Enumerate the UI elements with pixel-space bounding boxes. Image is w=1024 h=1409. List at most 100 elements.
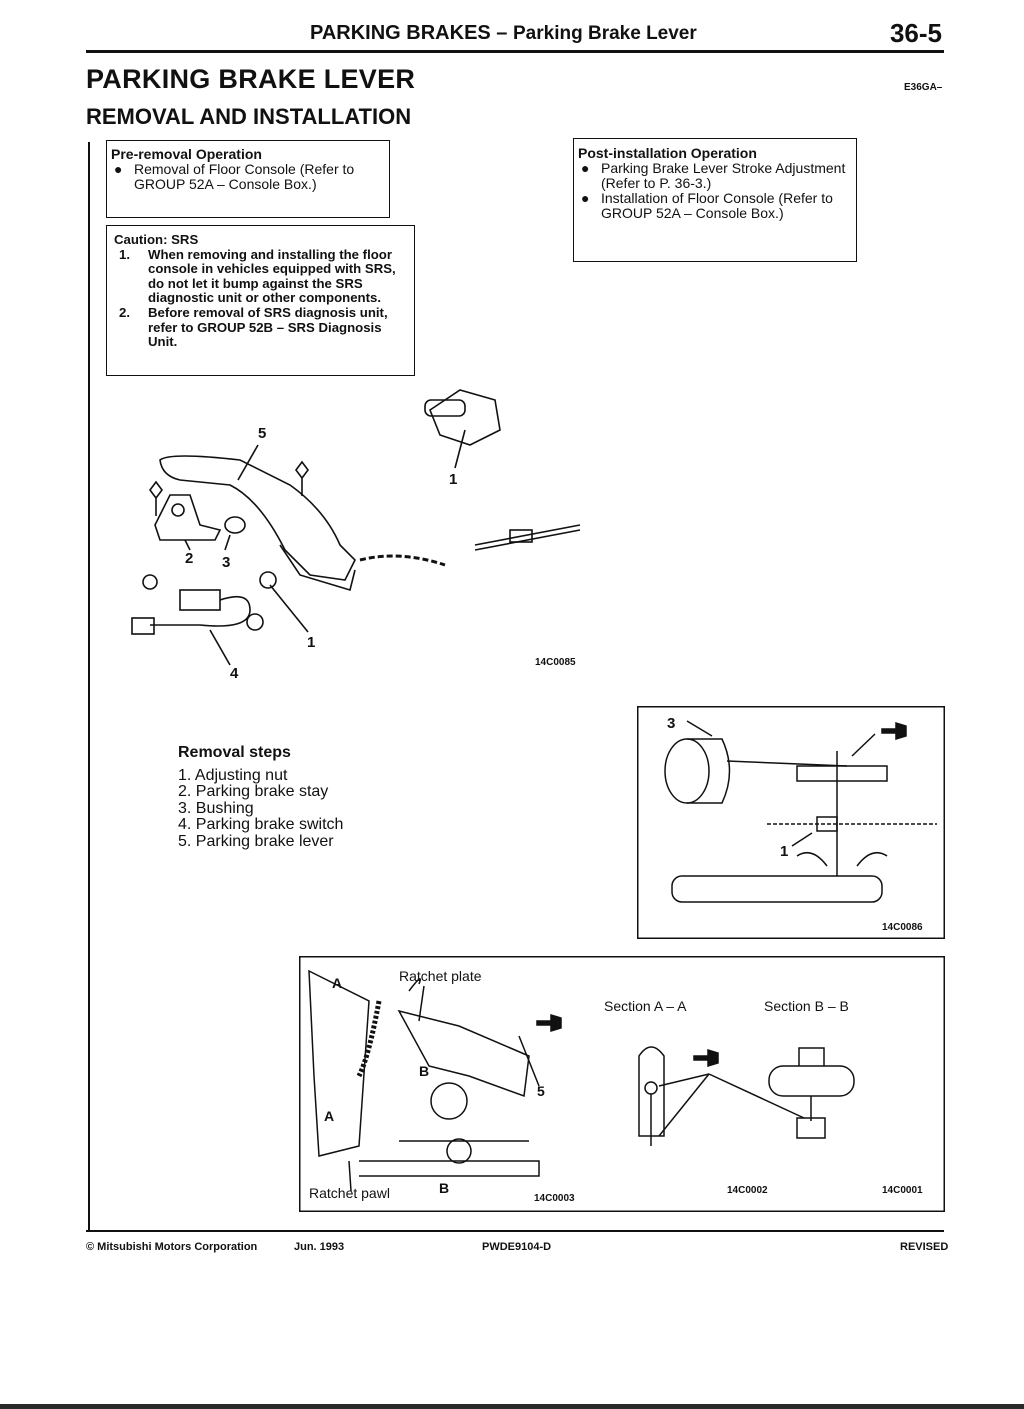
header-section: PARKING BRAKES –	[310, 22, 508, 44]
ratchet-pawl-label: Ratchet pawl	[309, 1185, 390, 1201]
callout-1: 1	[307, 634, 315, 651]
section-aa-label: Section A – A	[604, 998, 687, 1014]
caution-text: When removing and installing the floor c…	[148, 246, 396, 306]
figure-frame	[299, 956, 945, 1212]
list-item: 5. Parking brake lever	[178, 832, 334, 850]
pivot-drawing	[446, 1138, 472, 1164]
section-bb-nut-drawing	[796, 1117, 826, 1139]
bracket-drawing	[796, 765, 888, 782]
grease-gun-icon	[536, 1013, 562, 1033]
callout-3: 3	[222, 554, 230, 571]
section-code: E36GA–	[904, 82, 943, 93]
section-bb-label: Section B – B	[764, 998, 849, 1014]
caution-heading: Caution: SRS	[114, 232, 199, 247]
leader-line	[224, 534, 231, 551]
list-item: 2. Parking brake stay	[178, 783, 329, 801]
figure-code: 14C0085	[535, 657, 576, 668]
post-installation-box: Post-installation Operation ● Parking Br…	[573, 138, 857, 262]
figure-frame	[637, 706, 945, 939]
callout-b: B	[439, 1180, 449, 1196]
callout-3: 3	[667, 715, 675, 732]
figure-code: 14C0002	[727, 1185, 768, 1196]
list-item: ● Installation of Floor Console (Refer t…	[578, 191, 856, 221]
header-rule	[86, 50, 944, 53]
section-aa-drawing	[638, 1046, 665, 1137]
footer-rule	[86, 1230, 944, 1232]
callout-5: 5	[258, 425, 266, 442]
grease-gun-icon	[693, 1048, 719, 1068]
callout-1: 1	[449, 471, 457, 488]
cable-fitting-drawing	[509, 529, 533, 543]
nut-drawing	[259, 571, 277, 589]
document-code: PWDE9104-D	[482, 1241, 552, 1253]
bushing-drawing	[664, 738, 710, 804]
post-installation-item: Parking Brake Lever Stroke Adjustment (R…	[601, 160, 846, 191]
leader-line	[418, 985, 425, 1022]
exploded-view-figure: 5 1 2 3 1 4 14C0085	[131, 389, 581, 682]
callout-5: 5	[537, 1083, 545, 1099]
section-bb-drawing	[768, 1065, 855, 1097]
list-item: 4. Parking brake switch	[178, 816, 344, 834]
publish-date: Jun. 1993	[294, 1241, 345, 1253]
pre-removal-item: Removal of Floor Console (Refer to GROUP…	[134, 161, 355, 192]
revision-status: REVISED	[900, 1241, 949, 1253]
rod-end-drawing	[424, 399, 466, 417]
pre-removal-box: Pre-removal Operation ● Removal of Floor…	[106, 140, 390, 218]
leader-line	[269, 584, 309, 633]
ratchet-bracket-drawing	[308, 969, 370, 1157]
list-item: 3. Bushing	[178, 799, 254, 817]
brake-lever-drawing	[159, 455, 356, 581]
base-plate-drawing	[359, 1160, 540, 1177]
section-bb-clip-drawing	[798, 1047, 825, 1066]
callout-a: A	[332, 975, 342, 991]
list-item: ● Parking Brake Lever Stroke Adjustment …	[578, 161, 856, 191]
nut-drawing	[816, 816, 838, 832]
caution-box: Caution: SRS 1. When removing and instal…	[106, 225, 415, 376]
leader-line	[851, 733, 876, 757]
lever-mount-drawing	[796, 851, 888, 867]
leader-line	[658, 1073, 805, 1137]
nut-drawing	[246, 613, 264, 631]
bolt-drawing	[149, 480, 163, 516]
page-subtitle: REMOVAL AND INSTALLATION	[86, 104, 412, 129]
removal-steps-heading: Removal steps	[178, 744, 291, 761]
list-item: 2. Before removal of SRS diagnosis unit,…	[114, 304, 414, 350]
copyright: © Mitsubishi Motors Corporation	[86, 1241, 258, 1253]
figure-code: 14C0086	[882, 922, 923, 933]
removal-steps: Removal steps 1. Adjusting nut 2. Parkin…	[178, 744, 344, 851]
switch-harness-drawing	[150, 595, 251, 627]
margin-rule	[88, 142, 90, 1232]
list-item: 1. When removing and installing the floo…	[114, 246, 414, 306]
bushing-body-drawing	[687, 738, 731, 804]
figure-code: 14C0003	[534, 1193, 575, 1204]
bolt-drawing	[295, 460, 309, 496]
ratchet-section-figure: Ratchet plate Ratchet pawl Section A – A…	[299, 956, 945, 1212]
page-title: PARKING BRAKE LEVER	[86, 64, 416, 94]
post-installation-item: Installation of Floor Console (Refer to …	[601, 190, 833, 221]
leader-line	[408, 978, 421, 992]
ratchet-plate-label: Ratchet plate	[399, 968, 482, 984]
switch-drawing	[179, 589, 221, 611]
list-item: ● Removal of Floor Console (Refer to GRO…	[111, 162, 389, 192]
bushing-detail-figure: 3 1 14C0086	[637, 706, 945, 939]
list-item: 1. Adjusting nut	[178, 766, 288, 784]
running-header: PARKING BRAKES – Parking Brake Lever	[310, 22, 697, 45]
bullet-icon: ●	[581, 190, 590, 206]
viewer-bottom-edge	[0, 1404, 1024, 1409]
callout-2: 2	[185, 550, 193, 567]
leader-line	[184, 539, 191, 551]
bushing-drawing	[224, 516, 246, 534]
bullet-icon: ●	[114, 161, 123, 177]
cable-drawing	[359, 554, 446, 567]
caution-number: 1.	[119, 246, 130, 262]
caution-text: Before removal of SRS diagnosis unit, re…	[148, 304, 388, 350]
connector-drawing	[131, 617, 155, 635]
section-aa-pin-drawing	[644, 1081, 658, 1095]
leader-line	[686, 720, 848, 767]
callout-a: A	[324, 1108, 334, 1124]
callout-1: 1	[780, 843, 788, 860]
leader-line	[454, 429, 466, 469]
stay-hole-drawing	[171, 503, 185, 517]
screw-drawing	[142, 574, 158, 590]
grease-gun-icon	[881, 721, 907, 741]
